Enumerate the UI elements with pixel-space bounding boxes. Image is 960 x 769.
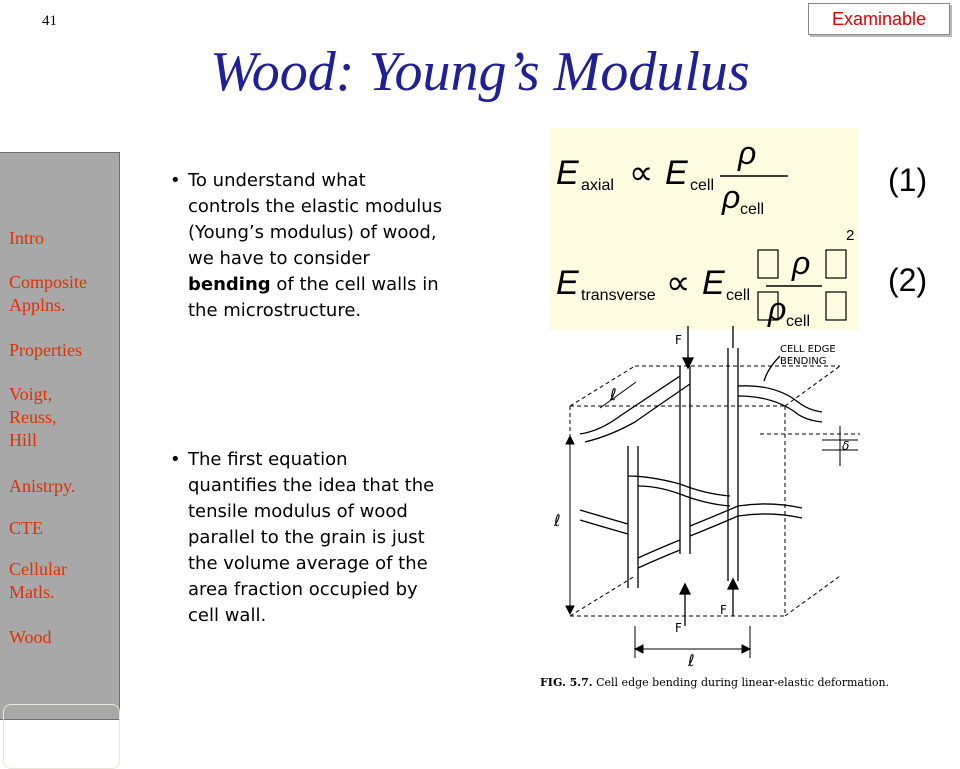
label-length-horizontal: ℓ — [687, 651, 695, 670]
force-arrows — [678, 326, 740, 626]
sidebar-item-voigt-reuss-hill[interactable]: Voigt, Reuss, Hill — [9, 384, 57, 450]
bullet-text: The first equation quantifies the idea t… — [188, 449, 435, 626]
eq2-lhs: E — [556, 264, 579, 302]
sidebar-nav: Intro Composite Applns. Properties Voigt… — [0, 152, 120, 769]
eq2-lhs-sub: transverse — [581, 287, 656, 304]
caption-figure-number: FIG. 5.7. — [540, 676, 593, 689]
slide-number: 41 — [42, 13, 57, 29]
sidebar-item-intro[interactable]: Intro — [9, 228, 44, 248]
eq1-lhs-sub: axial — [581, 177, 614, 194]
sidebar-item-properties[interactable]: Properties — [9, 340, 82, 360]
equations-box: E axial ∝ E cell ρ ρ cell E transverse ∝… — [550, 128, 858, 330]
eq2-denominator: ρ — [767, 291, 786, 327]
sidebar-item-cte[interactable]: CTE — [9, 518, 43, 538]
eq1-den-sub: cell — [740, 201, 764, 218]
eq1-rhs-sub: cell — [690, 177, 714, 194]
eq2-numerator: ρ — [791, 245, 810, 281]
label-bending: BENDING — [780, 356, 827, 367]
slide-title: Wood: Young’s Modulus — [210, 41, 750, 103]
bullet-text-after: of the cell walls in the microstructure. — [188, 274, 439, 321]
eq1-rhs: E — [665, 154, 688, 192]
sidebar-item-wood[interactable]: Wood — [9, 627, 52, 647]
bullet-dot: • — [170, 170, 181, 191]
eq2-bracket-glyphs — [757, 249, 847, 321]
cell-structure-drawing: CELL EDGE BENDING F F F δ ℓ ℓ ℓ — [553, 326, 860, 670]
eq1-denominator: ρ — [721, 179, 740, 215]
equation-label-2: (2) — [888, 262, 928, 298]
equation-label-1: (1) — [888, 162, 928, 198]
sidebar-item-anistrpy[interactable]: Anistrpy. — [9, 476, 76, 496]
eq2-exponent: 2 — [846, 227, 854, 244]
annotation-leader — [763, 355, 781, 382]
examinable-badge: Examinable — [808, 3, 950, 35]
label-deflection: δ — [842, 439, 849, 453]
label-force-bottom: F — [675, 621, 682, 635]
eq1-numerator: ρ — [737, 135, 756, 171]
vertical-cell-edges — [579, 348, 823, 588]
figure-caption: FIG. 5.7. Cell edge bending during linea… — [540, 676, 889, 689]
current-section-highlight — [3, 704, 120, 769]
dimension-lines — [565, 381, 858, 658]
sidebar-item-cellular-matls[interactable]: Cellular Matls. — [9, 559, 67, 602]
caption-text: Cell edge bending during linear-elastic … — [596, 676, 890, 689]
label-force-top: F — [675, 333, 682, 347]
label-force-right: F — [720, 603, 727, 617]
eq1-op: ∝ — [629, 154, 653, 192]
cell-edge-bending-figure: CELL EDGE BENDING F F F δ ℓ ℓ ℓ — [540, 326, 960, 700]
eq2-den-sub: cell — [786, 313, 810, 330]
bullet-text: To understand what controls the elastic … — [188, 170, 443, 269]
bullet-dot: • — [170, 449, 181, 470]
eq2-rhs-sub: cell — [726, 287, 750, 304]
label-cell-edge: CELL EDGE — [780, 344, 836, 355]
bullet-bold-term: bending — [188, 274, 271, 295]
eq2-op: ∝ — [666, 264, 690, 302]
label-length-diagonal: ℓ — [609, 385, 617, 404]
eq2-rhs: E — [702, 264, 725, 302]
eq1-lhs: E — [556, 154, 579, 192]
sidebar-item-composite-applns[interactable]: Composite Applns. — [9, 272, 88, 315]
label-length-vertical: ℓ — [553, 511, 561, 530]
equations-svg: E axial ∝ E cell ρ ρ cell E transverse ∝… — [556, 135, 854, 330]
bullet-bending: • To understand what controls the elasti… — [170, 168, 510, 324]
bullet-first-equation: • The first equation quantifies the idea… — [170, 447, 510, 629]
